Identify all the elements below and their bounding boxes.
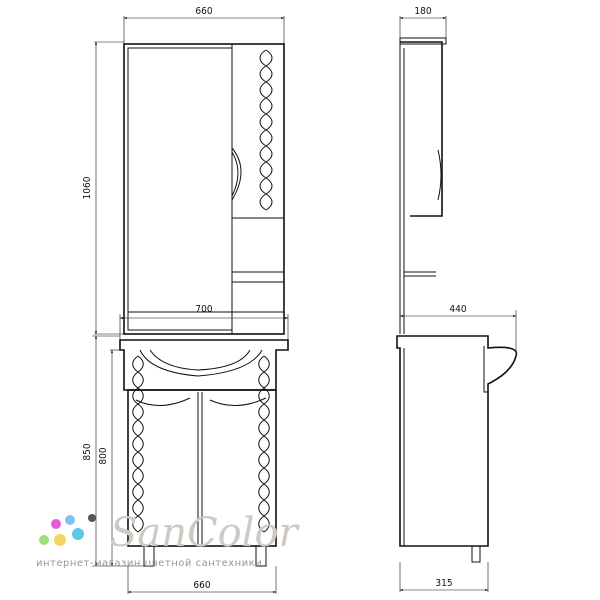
watermark-tagline: интернет-магазин цветной сантехники xyxy=(36,558,262,569)
front-mirror-cabinet xyxy=(123,43,285,335)
dim-cabinet-height: 800 xyxy=(98,447,109,464)
ornament-column-top xyxy=(259,49,273,211)
logo-dot xyxy=(39,535,49,545)
side-view xyxy=(396,37,518,563)
dim-basin-depth: 440 xyxy=(449,304,466,315)
logo-dot xyxy=(54,534,66,546)
dim-top-width: 660 xyxy=(195,6,212,17)
watermark-logo: SanColor интернет-магазин цветной сантех… xyxy=(36,510,301,569)
logo-dot xyxy=(65,515,75,525)
dim-basin-width: 700 xyxy=(195,304,212,315)
dim-bottom-width: 660 xyxy=(193,580,210,591)
logo-dot xyxy=(88,514,96,522)
dim-side-depth-top: 180 xyxy=(414,6,431,17)
front-base-cabinet xyxy=(119,339,289,567)
logo-dot xyxy=(51,519,61,529)
dim-cabinet-depth: 315 xyxy=(435,578,452,589)
dimension-lines xyxy=(92,16,517,594)
dim-mirror-height: 1060 xyxy=(82,176,93,199)
logo-dot xyxy=(72,528,84,540)
watermark-brand: SanColor xyxy=(110,510,301,556)
ornament-column-bottom xyxy=(132,355,270,533)
dim-total-height: 850 xyxy=(82,443,93,460)
